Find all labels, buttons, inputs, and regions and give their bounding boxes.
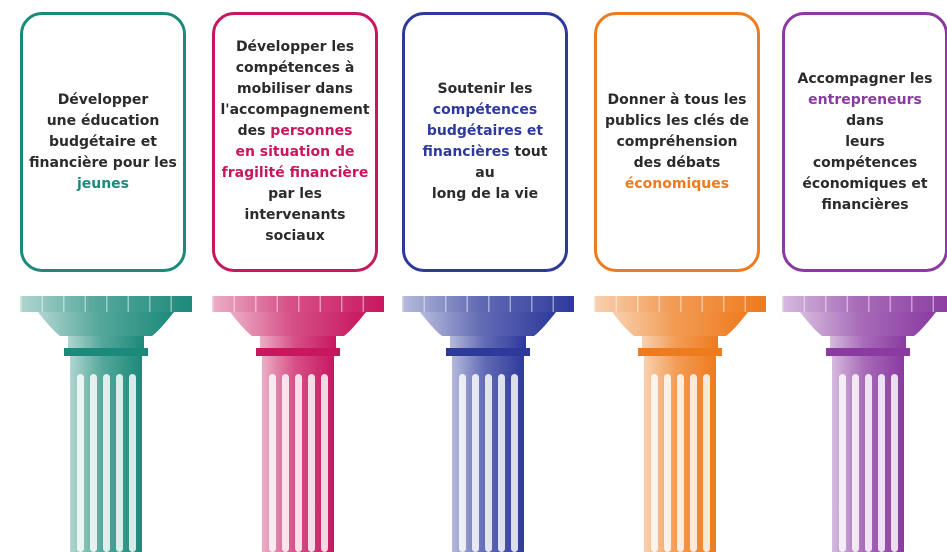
column-echinus [612,312,748,336]
description-text: une éducation [46,112,160,129]
column-capital-slab [782,296,947,312]
description-text: leurs compétences [812,133,918,171]
pillar-4: Donner à tous les publics les clés de comp… [594,0,766,552]
column-icon [782,296,947,552]
pillar-3: Soutenir les compétences budgétaires et fin… [402,0,574,552]
highlight-text: financières [422,144,510,160]
column-neck-ring [64,348,148,356]
column-flute [865,374,872,552]
pillar-description: Développer une éducation budgétaire et fina… [29,90,177,195]
column-flute [269,374,276,552]
column-flute [511,374,518,552]
column-flute [308,374,315,552]
highlight-text: personnes [270,123,353,139]
column-flute [839,374,846,552]
description-text: tout au [475,144,548,181]
pillar-2: Développer les compétences à mobiliser dan… [212,0,384,552]
column-flute [498,374,505,552]
description-text: sociaux [265,228,325,244]
column-flute [321,374,328,552]
pillar-5: Accompagner les entrepreneurs dans leurs c… [782,0,947,552]
column-flute [116,374,123,552]
column-echinus [800,312,936,336]
column-capital-slab [594,296,766,312]
column-echinus [230,312,366,336]
column-flute [485,374,492,552]
pillar-description: Développer les compétences à mobiliser dan… [220,37,369,247]
column-flute [77,374,84,552]
pillar-text-box: Soutenir les compétences budgétaires et fin… [402,12,568,272]
column-flute [852,374,859,552]
pillar-description: Accompagner les entrepreneurs dans leurs c… [791,69,939,216]
column-neck-ring [256,348,340,356]
column-flute [129,374,136,552]
column-flute [472,374,479,552]
column-icon [594,296,766,552]
column-icon [212,296,384,552]
pillar-text-box: Accompagner les entrepreneurs dans leurs c… [782,12,947,272]
column-flute [282,374,289,552]
column-neck-ring [638,348,722,356]
column-flute [295,374,302,552]
description-text: Donner à tous les [607,91,747,108]
column-echinus [420,312,556,336]
description-text: des [237,123,271,139]
description-text: Développer les [235,39,355,55]
column-flute [90,374,97,552]
description-text: des débats [633,154,721,171]
description-text: budgétaire et [49,133,157,150]
column-flute [664,374,671,552]
description-text: Développer [57,91,149,108]
pillar-description: Donner à tous les publics les clés de comp… [605,90,749,195]
highlight-text: jeunes [76,175,130,192]
column-neck-ring [826,348,910,356]
column-flute [878,374,885,552]
column-flute [891,374,898,552]
description-text: Soutenir les [437,81,533,97]
column-flute [703,374,710,552]
column-echinus [38,312,174,336]
column-capital-slab [402,296,574,312]
pillar-1: Développer une éducation budgétaire et fina… [20,0,192,552]
description-text: financières [821,196,909,213]
pillar-text-box: Développer une éducation budgétaire et fina… [20,12,186,272]
description-text: financière pour les [29,154,177,171]
highlight-text: entrepreneurs [808,91,922,108]
column-flute [677,374,684,552]
highlight-text: fragilité financière [221,165,369,181]
description-text: compétences à [235,60,355,76]
highlight-text: en situation de [235,144,355,160]
column-flute [459,374,466,552]
description-text: dans [846,112,884,129]
description-text: économiques et [802,175,928,192]
description-text: compréhension [616,133,738,150]
column-flute [690,374,697,552]
column-capital-slab [20,296,192,312]
pillar-description: Soutenir les compétences budgétaires et fin… [411,79,559,205]
description-text: publics les clés de [605,112,749,129]
column-flute [103,374,110,552]
highlight-text: budgétaires et [426,123,544,139]
column-icon [20,296,192,552]
column-icon [402,296,574,552]
description-text: par les intervenants [244,186,346,223]
pillar-text-box: Développer les compétences à mobiliser dan… [212,12,378,272]
description-text: Accompagner les [797,70,933,87]
highlight-text: économiques [624,175,730,192]
highlight-text: compétences [432,102,538,118]
description-text: l'accompagnement [220,102,370,118]
description-text: long de la vie [431,186,539,202]
pillar-text-box: Donner à tous les publics les clés de comp… [594,12,760,272]
description-text: mobiliser dans [237,81,353,97]
column-neck-ring [446,348,530,356]
column-flute [651,374,658,552]
column-capital-slab [212,296,384,312]
